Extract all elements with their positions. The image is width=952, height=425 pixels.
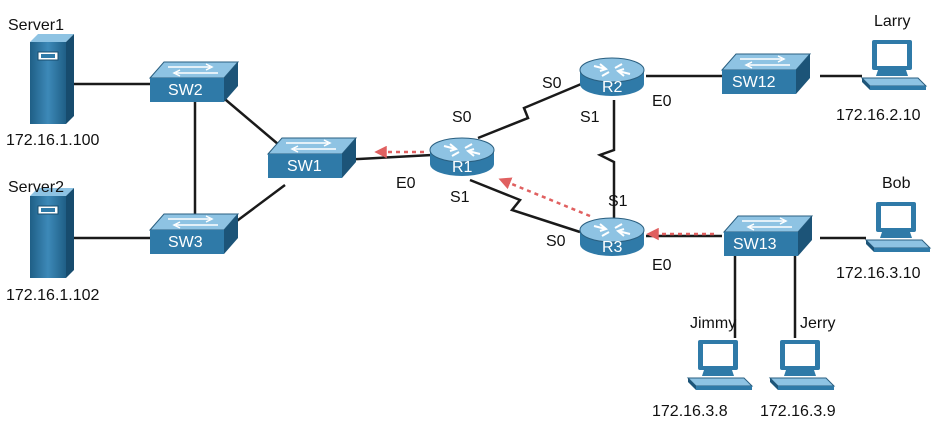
sw13-label: SW13 <box>733 236 777 253</box>
pc-larry[interactable]: Larry 172.16.2.10 <box>836 13 927 124</box>
serial-link-r1-r3 <box>469 178 581 234</box>
r3-s1-label: S1 <box>608 193 628 210</box>
server2[interactable]: Server2 172.16.1.102 <box>6 179 100 304</box>
server2-ip: 172.16.1.102 <box>6 287 100 304</box>
r2-e0-label: E0 <box>652 93 672 110</box>
bob-name: Bob <box>882 175 911 192</box>
interface-labels: E0 S0 S1 S0 S1 E0 S0 S1 E0 <box>396 75 672 274</box>
server-icon <box>29 187 75 279</box>
pc-icon <box>865 201 931 253</box>
pc-jerry[interactable]: Jerry 172.16.3.9 <box>760 315 836 420</box>
server1-name: Server1 <box>8 17 64 34</box>
r2-s0-label: S0 <box>542 75 562 92</box>
switch-sw3[interactable]: SW3 <box>149 213 239 255</box>
r3-e0-label: E0 <box>652 257 672 274</box>
pc-bob[interactable]: Bob 172.16.3.10 <box>836 175 931 282</box>
sw3-label: SW3 <box>168 234 203 251</box>
router-r2[interactable]: R2 <box>579 57 645 97</box>
server1-ip: 172.16.1.100 <box>6 132 100 149</box>
router-r3[interactable]: R3 <box>579 217 645 257</box>
r1-e0-label: E0 <box>396 175 416 192</box>
switch-sw12[interactable]: SW12 <box>721 53 811 95</box>
jerry-name: Jerry <box>800 315 836 332</box>
r1-s0-label: S0 <box>452 109 472 126</box>
r1-label: R1 <box>452 159 473 176</box>
r2-s1-label: S1 <box>580 109 600 126</box>
r3-s0-label: S0 <box>546 233 566 250</box>
server2-name: Server2 <box>8 179 64 196</box>
serial-link-r1-r2 <box>477 80 587 140</box>
sw12-label: SW12 <box>732 74 776 91</box>
sw1-label: SW1 <box>287 158 322 175</box>
jerry-ip: 172.16.3.9 <box>760 403 836 420</box>
r3-label: R3 <box>602 239 623 256</box>
sw2-label: SW2 <box>168 82 203 99</box>
switch-sw1[interactable]: SW1 <box>267 137 357 179</box>
link-sw2-sw1 <box>219 94 286 151</box>
r1-s1-label: S1 <box>450 189 470 206</box>
packet-flow-arrows <box>374 145 714 241</box>
jimmy-name: Jimmy <box>690 315 736 332</box>
bob-ip: 172.16.3.10 <box>836 265 921 282</box>
switch-sw13[interactable]: SW13 <box>723 215 813 257</box>
switch-sw2[interactable]: SW2 <box>149 61 239 103</box>
server1[interactable]: Server1 172.16.1.100 <box>6 17 100 149</box>
larry-name: Larry <box>874 13 910 30</box>
larry-ip: 172.16.2.10 <box>836 107 921 124</box>
server-icon <box>29 33 75 125</box>
pc-icon <box>861 39 927 91</box>
pc-icon <box>769 339 835 391</box>
serial-link-r2-r3 <box>596 100 616 218</box>
r2-label: R2 <box>602 79 623 96</box>
router-r1[interactable]: R1 <box>429 137 495 177</box>
pc-icon <box>687 339 753 391</box>
jimmy-ip: 172.16.3.8 <box>652 403 728 420</box>
pc-jimmy[interactable]: Jimmy 172.16.3.8 <box>652 315 753 420</box>
